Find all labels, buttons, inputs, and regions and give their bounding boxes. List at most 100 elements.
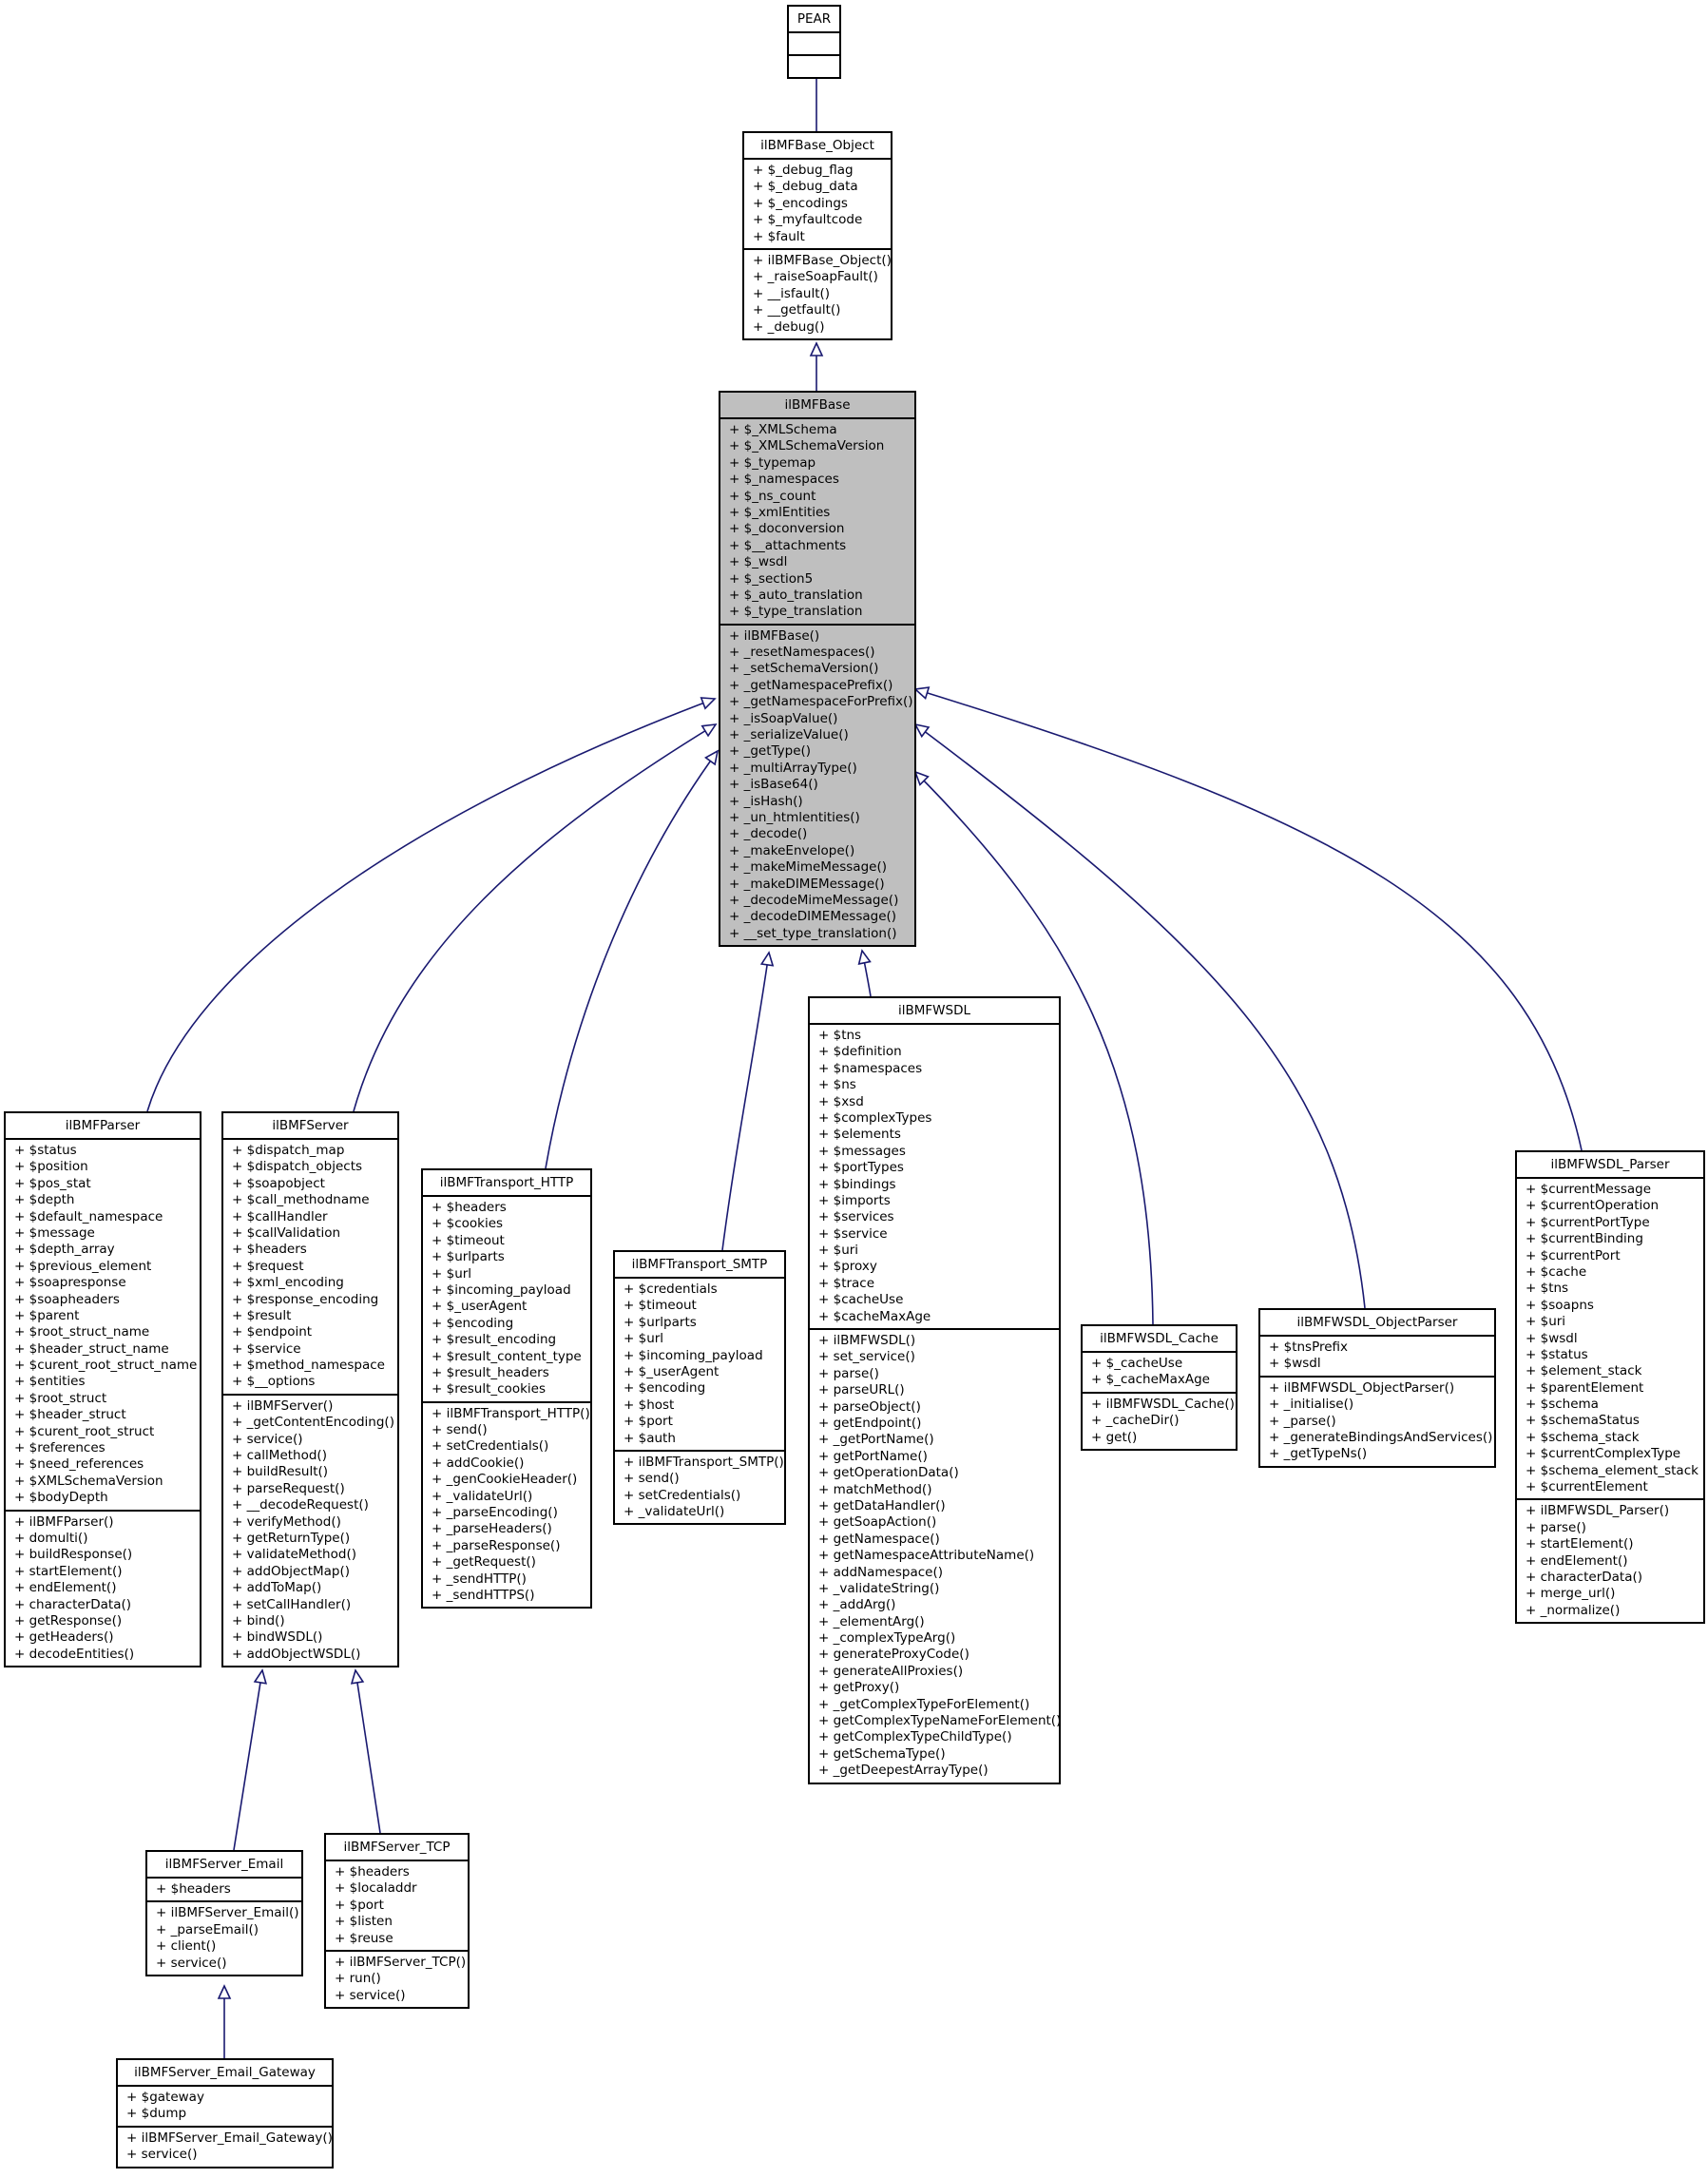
inheritance-edge-email bbox=[233, 1669, 263, 1851]
class-methods-section: + ilBMFWSDL_Parser()+ parse()+ startElem… bbox=[1517, 1498, 1703, 1622]
class-method: + _cacheDir() bbox=[1091, 1413, 1180, 1429]
class-methods-section: + ilBMFTransport_SMTP()+ send()+ setCred… bbox=[615, 1449, 784, 1524]
class-name: ilBMFBase_Object bbox=[744, 133, 891, 160]
inheritance-edge-tcp bbox=[355, 1669, 381, 1834]
class-attribute: + $soapobject bbox=[232, 1175, 325, 1191]
class-method: + _getNamespaceForPrefix() bbox=[729, 694, 913, 710]
class-name: ilBMFServer_Email_Gateway bbox=[118, 2060, 332, 2087]
class-method: + __set_type_translation() bbox=[729, 925, 897, 941]
class-method: + _sendHTTP() bbox=[432, 1571, 527, 1587]
class-method: + _elementArg() bbox=[818, 1613, 925, 1629]
class-method: + validateMethod() bbox=[232, 1547, 356, 1563]
class-box-ilbmfparser[interactable]: ilBMFParser+ $status+ $position+ $pos_st… bbox=[4, 1111, 202, 1668]
class-attribute: + $cache bbox=[1526, 1263, 1587, 1280]
class-methods-section bbox=[789, 54, 839, 77]
class-method: + startElement() bbox=[14, 1563, 123, 1579]
class-method: + _parseHeaders() bbox=[432, 1521, 552, 1537]
class-box-ilbmfwsdl-objectparser[interactable]: ilBMFWSDL_ObjectParser+ $tnsPrefix+ $wsd… bbox=[1258, 1308, 1496, 1468]
class-attribute: + $XMLSchemaVersion bbox=[14, 1473, 163, 1489]
class-method: + send() bbox=[624, 1471, 680, 1487]
class-method: + parse() bbox=[818, 1365, 879, 1381]
class-attribute: + $soapresponse bbox=[14, 1275, 126, 1291]
class-name: ilBMFTransport_HTTP bbox=[423, 1170, 590, 1197]
class-box-ilbmfserver-email-gateway[interactable]: ilBMFServer_Email_Gateway+ $gateway+ $du… bbox=[116, 2058, 334, 2168]
class-name: ilBMFServer_Email bbox=[147, 1852, 301, 1879]
class-box-ilbmfserver-email[interactable]: ilBMFServer_Email+ $headers+ ilBMFServer… bbox=[145, 1850, 303, 1976]
class-attribute: + $trace bbox=[818, 1275, 875, 1291]
class-method: + callMethod() bbox=[232, 1448, 327, 1464]
class-method: + _isHash() bbox=[729, 793, 803, 809]
class-method: + service() bbox=[232, 1431, 303, 1447]
class-methods-section: + ilBMFParser()+ domulti()+ buildRespons… bbox=[6, 1509, 200, 1667]
class-attributes-section: + $gateway+ $dump bbox=[118, 2087, 332, 2126]
class-attribute: + $schemaStatus bbox=[1526, 1413, 1640, 1429]
class-box-ilbmfserver[interactable]: ilBMFServer+ $dispatch_map+ $dispatch_ob… bbox=[221, 1111, 399, 1668]
class-attribute: + $imports bbox=[818, 1192, 891, 1208]
class-method: + client() bbox=[156, 1938, 217, 1955]
class-method: + getPortName() bbox=[818, 1448, 928, 1464]
class-box-ilbmfwsdl-cache[interactable]: ilBMFWSDL_Cache+ $_cacheUse+ $_cacheMaxA… bbox=[1081, 1324, 1238, 1451]
class-attribute: + $tnsPrefix bbox=[1269, 1340, 1349, 1355]
class-method: + _getContentEncoding() bbox=[232, 1415, 394, 1431]
class-method: + getEndpoint() bbox=[818, 1415, 922, 1431]
class-method: + _complexTypeArg() bbox=[818, 1630, 956, 1647]
class-box-ilbmftransport-http[interactable]: ilBMFTransport_HTTP+ $headers+ $cookies+… bbox=[421, 1168, 592, 1609]
inheritance-arrowhead-http bbox=[704, 749, 720, 766]
class-method: + _makeMimeMessage() bbox=[729, 859, 887, 876]
class-box-ilbmfbase[interactable]: ilBMFBase+ $_XMLSchema+ $_XMLSchemaVersi… bbox=[719, 391, 916, 948]
class-attributes-section: + $dispatch_map+ $dispatch_objects+ $soa… bbox=[223, 1140, 397, 1394]
class-attribute: + $_section5 bbox=[729, 570, 814, 587]
class-box-ilbmftransport-smtp[interactable]: ilBMFTransport_SMTP+ $credentials+ $time… bbox=[613, 1250, 786, 1526]
class-attribute: + $urlparts bbox=[432, 1249, 505, 1265]
class-methods-section: + ilBMFBase_Object()+ _raiseSoapFault()+… bbox=[744, 247, 892, 338]
class-method: + service() bbox=[335, 1987, 406, 2003]
class-attribute: + $_cacheUse bbox=[1091, 1356, 1183, 1371]
class-methods-section: + ilBMFBase()+ _resetNamespaces()+ _setS… bbox=[720, 623, 914, 945]
class-method: + _raiseSoapFault() bbox=[753, 269, 878, 285]
class-method: + _getRequest() bbox=[432, 1554, 536, 1571]
class-methods-section: + ilBMFWSDL_ObjectParser()+ _initialise(… bbox=[1260, 1375, 1494, 1466]
class-attribute: + $message bbox=[14, 1224, 95, 1241]
class-attribute: + $incoming_payload bbox=[624, 1347, 763, 1363]
class-method: + setCredentials() bbox=[624, 1487, 741, 1503]
class-methods-section: + ilBMFServer()+ _getContentEncoding()+ … bbox=[223, 1393, 397, 1666]
class-box-ilbmfserver-tcp[interactable]: ilBMFServer_TCP+ $headers+ $localaddr+ $… bbox=[324, 1833, 470, 2010]
inheritance-arrowhead-base bbox=[809, 341, 824, 357]
inheritance-edge-http bbox=[545, 750, 719, 1169]
class-method: + ilBMFServer_Email_Gateway() bbox=[126, 2130, 333, 2146]
class-box-ilbmfwsdl[interactable]: ilBMFWSDL+ $tns+ $definition+ $namespace… bbox=[808, 996, 1061, 1784]
class-method: + parseRequest() bbox=[232, 1480, 345, 1496]
class-box-ilbmfwsdl-parser[interactable]: ilBMFWSDL_Parser+ $currentMessage+ $curr… bbox=[1515, 1150, 1705, 1625]
class-attributes-section: + $headers+ $cookies+ $timeout+ $urlpart… bbox=[423, 1197, 590, 1401]
class-attribute: + $reuse bbox=[335, 1930, 393, 1946]
class-box-pear[interactable]: PEAR bbox=[787, 5, 841, 79]
class-attribute: + $endpoint bbox=[232, 1324, 313, 1340]
inheritance-arrowhead-cache bbox=[913, 770, 930, 786]
class-method: + parseURL() bbox=[818, 1382, 905, 1398]
class-name: ilBMFWSDL_ObjectParser bbox=[1260, 1310, 1494, 1337]
class-attribute: + $port bbox=[335, 1897, 384, 1913]
class-attributes-section: + $_cacheUse+ $_cacheMaxAge bbox=[1083, 1353, 1236, 1392]
inheritance-arrowhead-parser bbox=[700, 697, 717, 710]
class-method: + ilBMFWSDL() bbox=[818, 1333, 916, 1349]
class-attribute: + $depth_array bbox=[14, 1242, 115, 1258]
inheritance-edge-cache bbox=[914, 771, 1154, 1325]
class-attribute: + $_XMLSchemaVersion bbox=[729, 438, 885, 454]
class-method: + _getComplexTypeForElement() bbox=[818, 1696, 1030, 1712]
class-method: + getOperationData() bbox=[818, 1465, 959, 1481]
class-box-ilbmfbase-object[interactable]: ilBMFBase_Object+ $_debug_flag+ $_debug_… bbox=[742, 131, 892, 340]
class-attribute: + $proxy bbox=[818, 1259, 877, 1275]
class-method: + _serializeValue() bbox=[729, 727, 849, 743]
inheritance-arrowhead-server bbox=[700, 723, 718, 738]
class-method: + _getNamespacePrefix() bbox=[729, 677, 893, 693]
class-method: + ilBMFWSDL_Parser() bbox=[1526, 1503, 1670, 1519]
class-attributes-section: + $tns+ $definition+ $namespaces+ $ns+ $… bbox=[810, 1025, 1059, 1328]
class-attribute: + $currentBinding bbox=[1526, 1231, 1643, 1247]
inheritance-edge-parser bbox=[146, 698, 716, 1112]
class-method: + buildResult() bbox=[232, 1464, 329, 1480]
class-attribute: + $parentElement bbox=[1526, 1379, 1644, 1396]
class-method: + ilBMFBase() bbox=[729, 627, 820, 644]
class-attribute: + $tns bbox=[818, 1028, 862, 1043]
